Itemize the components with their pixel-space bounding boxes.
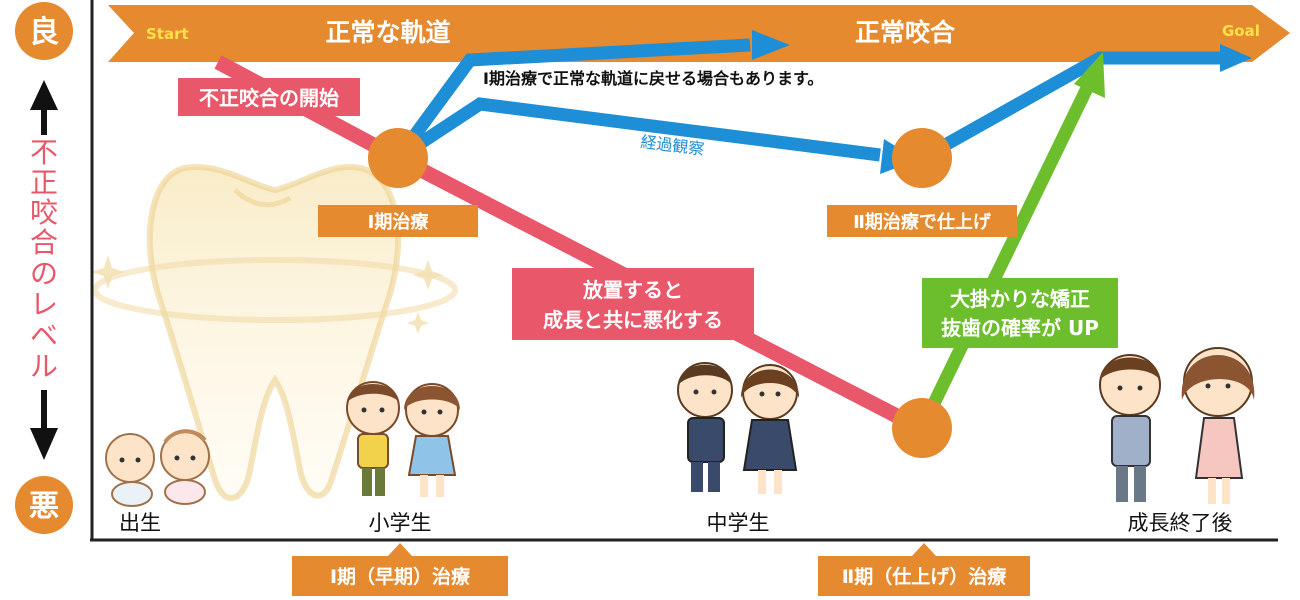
major-correction-line2: 抜歯の確率が UP — [941, 316, 1099, 340]
stage-adult: 成長終了後 — [1128, 511, 1233, 535]
level-label-char: ル — [30, 350, 58, 383]
level-double-arrow — [30, 80, 58, 460]
level-label-char: ベ — [30, 319, 58, 352]
stage-junior-high: 中学生 — [707, 511, 770, 535]
adults-illustration — [1099, 347, 1255, 504]
top-banner-arrow — [108, 5, 1290, 62]
neglect-text-line2: 成長と共に悪化する — [543, 308, 723, 332]
phase1-milestone — [368, 128, 428, 188]
phase2-finish-text: Ⅱ期治療で仕上げ — [853, 211, 992, 233]
early-phase-text: Ⅰ期（早期）治療 — [330, 565, 471, 588]
worsened-milestone — [892, 398, 952, 458]
banner-goal-text: Goal — [1222, 22, 1260, 40]
banner-start-text: Start — [146, 25, 189, 43]
level-good-circle — [15, 2, 73, 60]
major-correction-arrow — [916, 52, 1105, 431]
neglect-box — [512, 268, 754, 340]
level-label-char: 合 — [30, 226, 58, 259]
phase1-text: Ⅰ期治療 — [368, 211, 430, 233]
elementary-kids-illustration — [346, 381, 460, 497]
phase2-milestone — [892, 128, 952, 188]
level-label-char: 不 — [30, 136, 58, 169]
level-label-char: の — [30, 257, 58, 290]
babies-illustration — [105, 429, 210, 507]
malocclusion-start-text: 不正咬合の開始 — [199, 86, 339, 110]
tooth-illustration — [91, 164, 458, 502]
banner-right-title: 正常咬合 — [855, 18, 956, 47]
phase2-finish-box — [827, 205, 1017, 237]
major-correction-box — [922, 278, 1118, 348]
major-correction-line1: 大掛かりな矯正 — [950, 287, 1090, 311]
level-label-char: レ — [30, 288, 58, 321]
junior-high-kids-illustration — [677, 362, 800, 494]
finishing-phase-callout — [818, 543, 1030, 596]
chart-axes — [90, 0, 1278, 542]
level-bad-text: 悪 — [29, 489, 59, 524]
phase1-recovery-note: Ⅰ期治療で正常な軌道に戻せる場合もあります。 — [483, 69, 823, 88]
level-good-text: 良 — [29, 15, 59, 50]
early-phase-callout — [292, 543, 508, 596]
malocclusion-start-box — [178, 78, 360, 116]
neglect-text-line1: 放置すると — [582, 278, 683, 302]
level-label-char: 咬 — [30, 196, 58, 229]
level-bad-circle — [15, 476, 73, 534]
stage-elementary: 小学生 — [369, 511, 432, 535]
phase1-recovery-arrow — [392, 30, 790, 162]
level-label-char: 正 — [30, 166, 58, 199]
phase1-box — [318, 205, 478, 237]
stage-birth: 出生 — [119, 511, 161, 535]
level-axis-label: 不 正 咬 合 の レ ベ ル — [30, 136, 58, 383]
finishing-phase-text: Ⅱ期（仕上げ）治療 — [842, 565, 1008, 588]
banner-left-title: 正常な軌道 — [325, 18, 450, 47]
